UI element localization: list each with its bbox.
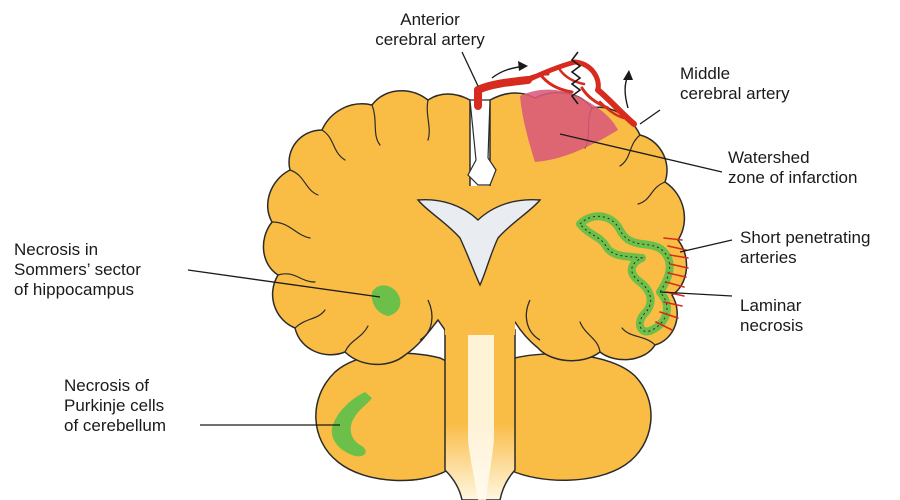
label-line: Necrosis in <box>14 240 141 260</box>
label-watershed-zone: Watershed zone of infarction <box>728 148 857 188</box>
arrow-head-anterior <box>518 61 528 71</box>
label-line: cerebral artery <box>350 30 510 50</box>
left-hemisphere <box>263 91 470 365</box>
label-line: cerebral artery <box>680 84 790 104</box>
label-purkinje-necrosis: Necrosis of Purkinje cells of cerebellum <box>64 376 166 436</box>
label-middle-cerebral-artery: Middle cerebral artery <box>680 64 790 104</box>
label-line: Necrosis of <box>64 376 166 396</box>
label-line: of cerebellum <box>64 416 166 436</box>
label-line: necrosis <box>740 316 803 336</box>
label-line: of hippocampus <box>14 280 141 300</box>
label-short-penetrating-arteries: Short penetrating arteries <box>740 228 870 268</box>
label-line: zone of infarction <box>728 168 857 188</box>
cerebellum <box>510 354 651 481</box>
arrow-head-middle <box>623 70 633 80</box>
label-line: Laminar <box>740 296 803 316</box>
label-line: Short penetrating <box>740 228 870 248</box>
cerebellum <box>316 353 448 480</box>
label-anterior-cerebral-artery: Anterior cerebral artery <box>350 10 510 50</box>
label-line: Anterior <box>350 10 510 30</box>
label-laminar-necrosis: Laminar necrosis <box>740 296 803 336</box>
label-line: Purkinje cells <box>64 396 166 416</box>
label-hippocampus-necrosis: Necrosis in Sommers’ sector of hippocamp… <box>14 240 141 300</box>
label-line: Watershed <box>728 148 857 168</box>
label-line: Middle <box>680 64 790 84</box>
label-line: arteries <box>740 248 870 268</box>
label-line: Sommers’ sector <box>14 260 141 280</box>
